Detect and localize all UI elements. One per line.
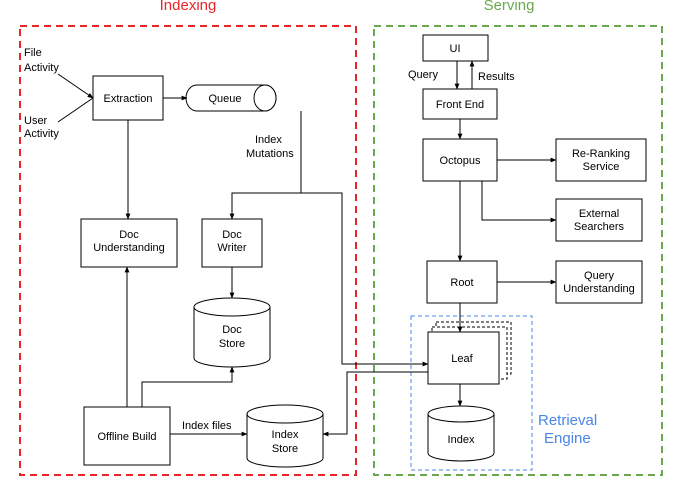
ui-node: UI bbox=[422, 34, 489, 62]
external-searchers-label-line2: Searchers bbox=[574, 221, 625, 233]
retrieval-engine-title-line2: Engine bbox=[544, 430, 591, 447]
doc-store-label-line1: Doc bbox=[222, 324, 242, 336]
edge-file-activity bbox=[57, 73, 94, 99]
queue-node: Queue bbox=[185, 84, 277, 112]
file-activity-label-line1: File bbox=[24, 47, 42, 59]
serving-section-border bbox=[373, 25, 663, 476]
user-activity-label-line2: Activity bbox=[24, 128, 59, 140]
front-end-label: Front End bbox=[436, 99, 484, 111]
leaf-label: Leaf bbox=[451, 353, 473, 365]
index-node: Index bbox=[427, 405, 495, 462]
user-activity-label-line1: User bbox=[24, 115, 48, 127]
edge-user-activity bbox=[57, 97, 94, 123]
leaf-node-stack: Leaf bbox=[427, 321, 512, 385]
doc-store-node: Doc Store bbox=[193, 297, 271, 368]
edge-offline-build-doc-store bbox=[141, 366, 235, 407]
index-mutations-label-line1: Index bbox=[255, 134, 282, 146]
offline-build-label: Offline Build bbox=[97, 431, 156, 443]
retrieval-engine-border bbox=[410, 315, 533, 471]
doc-store-label-line2: Store bbox=[219, 338, 245, 350]
doc-writer-node: Doc Writer bbox=[201, 218, 263, 268]
query-understanding-node: Query Understanding bbox=[555, 260, 643, 304]
doc-writer-label-line2: Writer bbox=[217, 242, 246, 254]
index-store-node: Index Store bbox=[246, 404, 324, 468]
index-mutations-label-line2: Mutations bbox=[246, 148, 294, 160]
reranking-label-line2: Service bbox=[583, 161, 620, 173]
retrieval-engine-title-line1: Retrieval bbox=[538, 412, 597, 429]
doc-understanding-label-line1: Doc bbox=[119, 229, 139, 241]
queue-label: Queue bbox=[208, 93, 241, 105]
octopus-node: Octopus bbox=[422, 138, 498, 182]
indexing-section-border bbox=[19, 25, 357, 476]
external-searchers-label-line1: External bbox=[579, 208, 619, 220]
root-node: Root bbox=[426, 260, 498, 304]
index-store-label-line2: Store bbox=[272, 443, 298, 455]
external-searchers-node: External Searchers bbox=[555, 198, 643, 242]
serving-section-title: Serving bbox=[484, 0, 535, 14]
index-label: Index bbox=[448, 434, 475, 446]
index-store-label-line1: Index bbox=[272, 429, 299, 441]
doc-understanding-label-line2: Understanding bbox=[93, 242, 165, 254]
reranking-service-node: Re-Ranking Service bbox=[555, 138, 647, 182]
ui-label: UI bbox=[450, 43, 461, 55]
index-files-edge-label: Index files bbox=[182, 420, 232, 432]
doc-writer-label-line1: Doc bbox=[222, 229, 242, 241]
edge-leaf-index-store bbox=[322, 371, 428, 437]
indexing-section-title: Indexing bbox=[160, 0, 217, 14]
edge-octopus-external bbox=[481, 181, 557, 223]
front-end-node: Front End bbox=[422, 88, 498, 120]
reranking-label-line1: Re-Ranking bbox=[572, 148, 630, 160]
query-understanding-label-line1: Query bbox=[584, 270, 614, 282]
extraction-label: Extraction bbox=[104, 93, 153, 105]
edge-queue-doc-writer bbox=[229, 111, 302, 220]
edge-queue-leaf bbox=[301, 192, 429, 367]
query-understanding-label-line2: Understanding bbox=[563, 283, 635, 295]
results-edge-label: Results bbox=[478, 71, 515, 83]
doc-understanding-node: Doc Understanding bbox=[80, 218, 178, 268]
offline-build-node: Offline Build bbox=[83, 406, 171, 466]
file-activity-label-line2: Activity bbox=[24, 62, 59, 74]
extraction-node: Extraction bbox=[92, 75, 164, 121]
root-label: Root bbox=[450, 277, 473, 289]
octopus-label: Octopus bbox=[440, 155, 481, 167]
query-edge-label: Query bbox=[408, 69, 438, 81]
